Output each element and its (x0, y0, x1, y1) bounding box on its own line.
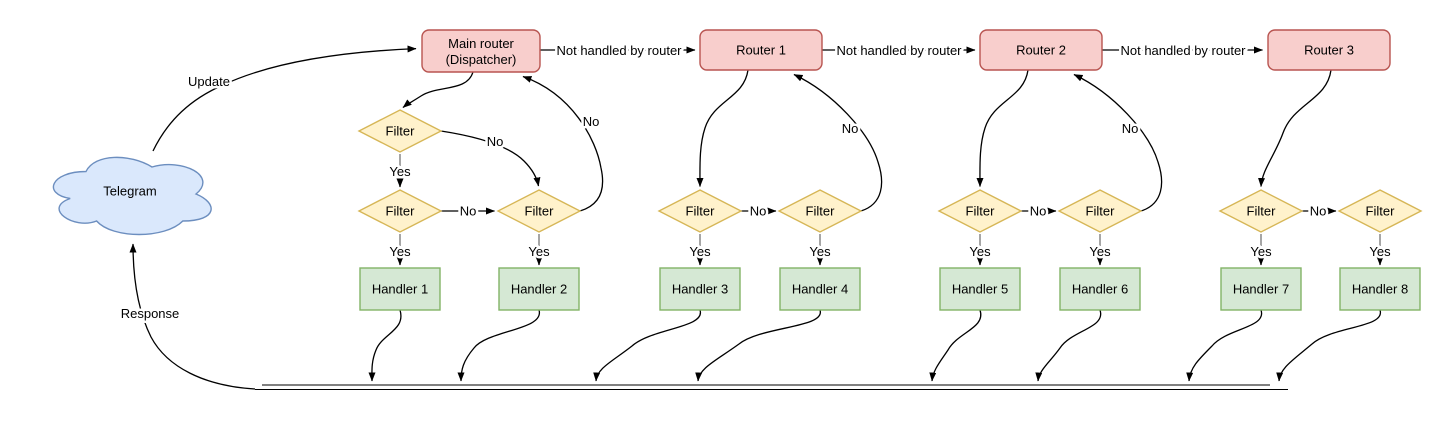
not-handled-label-1: Not handled by router (556, 43, 682, 58)
update-edge (152, 45, 417, 152)
router-2-node (979, 29, 1103, 71)
handler8-to-bus-edge (1276, 309, 1381, 382)
filter-diamond-dispatcher-top (357, 109, 443, 153)
handler3-to-bus-edge (593, 309, 701, 382)
yes-label: Yes (389, 244, 411, 259)
no-label: No (1030, 204, 1047, 219)
filter-diamond-dispatcher-left (357, 189, 443, 233)
yes-label: Yes (689, 244, 711, 259)
filter-diamond-router1-left (657, 189, 743, 233)
router2-to-filter-edge (976, 69, 1029, 187)
main-router-label-line2: (Dispatcher) (446, 52, 517, 67)
handler5-to-bus-edge (929, 309, 982, 382)
handler-7-node (1220, 267, 1302, 311)
handler-6-node (1059, 267, 1141, 311)
telegram-label: Telegram (103, 184, 156, 199)
response-bus-line (255, 384, 1288, 391)
router-3-node (1267, 29, 1391, 71)
filter-diamond-router2-left (937, 189, 1023, 233)
telegram-cloud (52, 156, 212, 236)
no-return-router1-edge (793, 73, 883, 212)
handler6-to-bus-edge (1035, 309, 1102, 382)
no-label: No (1310, 204, 1327, 219)
filter-label: Filter (966, 204, 996, 219)
router-3-label: Router 3 (1304, 43, 1354, 58)
handler-3-label: Handler 3 (672, 282, 728, 297)
connector-stubs (399, 154, 1381, 246)
handler-8-node (1339, 267, 1421, 311)
filter-diamond-router3-left (1218, 189, 1304, 233)
yes-label: Yes (1369, 244, 1391, 259)
handler-1-node (359, 267, 441, 311)
filter-label: Filter (1247, 204, 1277, 219)
dispatcher-to-filter-edge (402, 71, 474, 109)
main-router-label-line1: Main router (448, 36, 514, 51)
update-label: Update (188, 74, 230, 89)
filter-label: Filter (525, 204, 555, 219)
response-edge (129, 243, 256, 390)
filter-diamond-router3-right (1337, 189, 1423, 233)
handler-2-node (498, 267, 580, 311)
filter-label: Filter (1366, 204, 1396, 219)
handler1-to-bus-edge (368, 309, 402, 382)
response-label: Response (121, 306, 180, 321)
handler-2-label: Handler 2 (511, 282, 567, 297)
nodes (52, 29, 1423, 311)
router3-to-filter-edge (1258, 69, 1332, 187)
router1-to-filter-edge (696, 69, 749, 187)
yes-label: Yes (1250, 244, 1272, 259)
filter-label: Filter (386, 204, 416, 219)
filter-a-no-edge (440, 130, 541, 187)
no-label: No (1122, 121, 1139, 136)
handler-4-label: Handler 4 (792, 282, 848, 297)
filter-diamond-dispatcher-right (496, 189, 582, 233)
handler2-to-bus-edge (457, 309, 540, 382)
yes-label: Yes (528, 244, 550, 259)
handler-1-label: Handler 1 (372, 282, 428, 297)
filter-diamond-router1-right (777, 189, 863, 233)
yes-label: Yes (809, 244, 831, 259)
main-router-node (421, 29, 541, 73)
edges (129, 45, 1384, 390)
filter-label: Filter (1086, 204, 1116, 219)
not-handled-label-2: Not handled by router (836, 43, 962, 58)
yes-label: Yes (969, 244, 991, 259)
filter-label: Filter (806, 204, 836, 219)
router-1-label: Router 1 (736, 43, 786, 58)
no-label: No (750, 204, 767, 219)
handler-5-node (939, 267, 1021, 311)
no-label: No (842, 121, 859, 136)
yes-label: Yes (389, 164, 411, 179)
filter-diamond-router2-right (1057, 189, 1143, 233)
handler-5-label: Handler 5 (952, 282, 1008, 297)
no-label: No (487, 134, 504, 149)
filter-label: Filter (686, 204, 716, 219)
handler4-to-bus-edge (695, 309, 821, 382)
yes-label: Yes (1089, 244, 1111, 259)
handler-8-label: Handler 8 (1352, 282, 1408, 297)
handler-3-node (659, 267, 741, 311)
handler-4-node (779, 267, 861, 311)
handler7-to-bus-edge (1186, 309, 1263, 382)
router-1-node (699, 29, 823, 71)
handler-7-label: Handler 7 (1233, 282, 1289, 297)
router-2-label: Router 2 (1016, 43, 1066, 58)
no-label: No (460, 204, 477, 219)
filter-label: Filter (386, 124, 416, 139)
edge-labels: Update Response Not handled by router No… (118, 41, 1393, 324)
not-handled-label-3: Not handled by router (1120, 43, 1246, 58)
no-return-router2-edge (1073, 73, 1163, 212)
no-label: No (583, 114, 600, 129)
no-return-dispatcher-edge (522, 75, 604, 212)
handler-6-label: Handler 6 (1072, 282, 1128, 297)
node-labels: Telegram Main router (Dispatcher) Router… (103, 36, 1408, 297)
